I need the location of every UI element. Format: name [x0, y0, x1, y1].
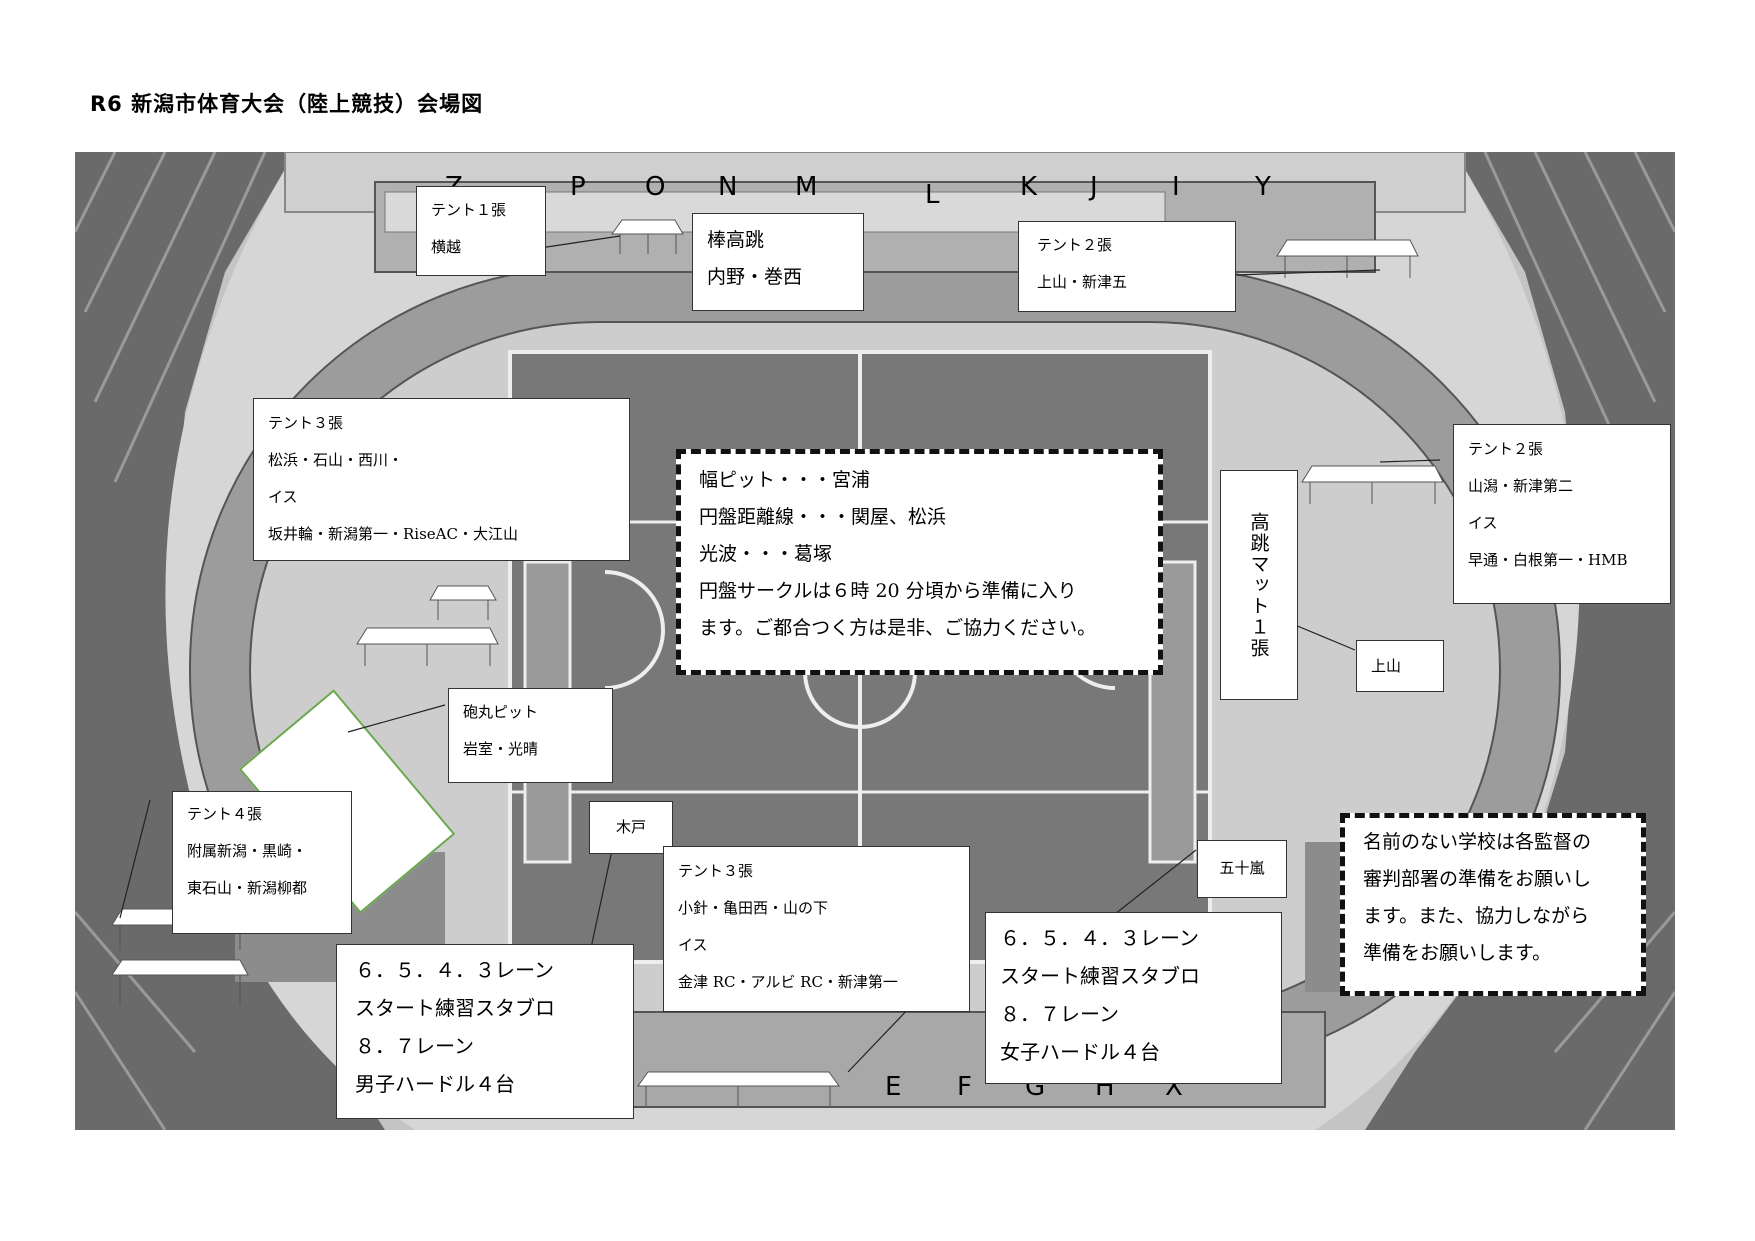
tent3-center-line: イス [678, 936, 708, 954]
gate-label: F [957, 1072, 972, 1102]
tent3-left-line: 坂井輪・新潟第一・RiseAC・大江山 [268, 525, 518, 543]
tent3-center-line: 小針・亀田西・山の下 [678, 899, 829, 917]
unnamed-notice-line: ます。また、協力しながら [1363, 905, 1590, 927]
tent2-right-line: 早通・白根第一・HMB [1468, 551, 1628, 569]
gate-label: L [925, 180, 940, 210]
tent4-line: テント４張 [187, 805, 263, 823]
tent1-line: 横越 [431, 238, 462, 256]
women-hurdles-line: ８．７レーン [1000, 1002, 1119, 1026]
tent3-center-label: テント３張 小針・亀田西・山の下 イス 金津 RC・アルビ RC・新津第一 [663, 846, 970, 1012]
center-notice-line: 円盤サークルは６時 20 分頃から準備に入り [699, 580, 1077, 602]
gate-label: M [795, 172, 818, 202]
kamiyama-text: 上山 [1371, 657, 1402, 675]
high-jump-mat-label: 高跳マット１張 [1220, 470, 1298, 700]
pole-vault-line: 内野・巻西 [707, 266, 803, 288]
men-hurdles-label: ６．５．４．３レーン スタート練習スタブロ ８．７レーン 男子ハードル４台 [336, 944, 634, 1119]
tent2-right-line: テント２張 [1468, 440, 1544, 458]
igarashi-label: 五十嵐 [1197, 840, 1287, 898]
men-hurdles-line: ６．５．４．３レーン [355, 958, 554, 982]
unnamed-school-notice: 名前のない学校は各監督の 審判部署の準備をお願いし ます。また、協力しながら 準… [1340, 813, 1646, 996]
tent1-label: テント１張 横越 [416, 186, 546, 276]
women-hurdles-line: 女子ハードル４台 [1000, 1040, 1160, 1064]
women-hurdles-line: ６．５．４．３レーン [1000, 926, 1199, 950]
center-notice-line: ます。ご都合つく方は是非、ご協力ください。 [699, 617, 1097, 639]
gate-label: E [885, 1072, 902, 1102]
tent3-left-label: テント３張 松浜・石山・西川・ イス 坂井輪・新潟第一・RiseAC・大江山 [253, 398, 630, 561]
gate-label: N [718, 172, 738, 202]
tent2-top-label: テント２張 上山・新津五 [1018, 221, 1236, 312]
high-jump-mat-text: 高跳マット１張 [1247, 511, 1270, 659]
gate-label: J [1090, 172, 1098, 202]
tent-icon [1276, 239, 1419, 278]
gate-label: K [1020, 172, 1038, 202]
tent-icon [356, 627, 499, 666]
center-notice-line: 幅ピット・・・宮浦 [699, 469, 871, 491]
tent2-right-line: 山潟・新津第二 [1468, 477, 1574, 495]
kido-label: 木戸 [589, 801, 673, 854]
tent3-left-line: テント３張 [268, 414, 344, 432]
gate-label: P [570, 172, 586, 202]
women-hurdles-label: ６．５．４．３レーン スタート練習スタブロ ８．７レーン 女子ハードル４台 [985, 912, 1282, 1084]
tent2-right-line: イス [1468, 514, 1498, 532]
tent3-center-line: 金津 RC・アルビ RC・新津第一 [678, 973, 898, 991]
gate-label: Y [1255, 172, 1271, 202]
men-hurdles-line: スタート練習スタブロ [355, 996, 555, 1020]
unnamed-notice-line: 審判部署の準備をお願いし [1363, 868, 1592, 890]
women-hurdles-line: スタート練習スタブロ [1000, 964, 1200, 988]
tent2-top-line: テント２張 [1037, 236, 1113, 254]
shot-put-line: 岩室・光晴 [463, 740, 539, 758]
center-notice-line: 円盤距離線・・・関屋、松浜 [699, 506, 947, 528]
men-hurdles-line: 男子ハードル４台 [355, 1072, 515, 1096]
men-hurdles-line: ８．７レーン [355, 1034, 474, 1058]
gate-label: I [1172, 172, 1180, 202]
igarashi-text: 五十嵐 [1219, 859, 1265, 877]
kamiyama-label: 上山 [1356, 640, 1444, 692]
tent2-top-line: 上山・新津五 [1037, 273, 1128, 291]
tent4-line: 附属新潟・黒崎・ [187, 842, 308, 860]
unnamed-notice-line: 名前のない学校は各監督の [1363, 831, 1592, 853]
gates-bottom: E F G H X [885, 1072, 1285, 1112]
tent-icon [429, 585, 497, 620]
tent3-center-line: テント３張 [678, 862, 754, 880]
shot-put-line: 砲丸ピット [463, 703, 539, 721]
tent4-line: 東石山・新潟柳都 [187, 879, 308, 897]
unnamed-notice-line: 準備をお願いします。 [1363, 942, 1552, 964]
kido-text: 木戸 [615, 818, 646, 836]
tent-icon [637, 1071, 840, 1106]
tent2-right-label: テント２張 山潟・新津第二 イス 早通・白根第一・HMB [1453, 424, 1671, 604]
tent3-left-line: 松浜・石山・西川・ [268, 451, 404, 469]
shot-put-label: 砲丸ピット 岩室・光晴 [448, 688, 613, 783]
tent4-label: テント４張 附属新潟・黒崎・ 東石山・新潟柳都 [172, 791, 352, 934]
tent-icon [611, 219, 684, 254]
page-title: R6 新潟市体育大会（陸上競技）会場図 [90, 92, 484, 116]
tent-icon [1301, 465, 1444, 504]
tent1-line: テント１張 [431, 201, 507, 219]
center-notice-line: 光波・・・葛塚 [699, 543, 833, 565]
pole-vault-label: 棒高跳 内野・巻西 [692, 213, 864, 311]
tent3-left-line: イス [268, 488, 298, 506]
pole-vault-line: 棒高跳 [707, 229, 765, 251]
center-notice: 幅ピット・・・宮浦 円盤距離線・・・関屋、松浜 光波・・・葛塚 円盤サークルは６… [676, 449, 1163, 675]
gate-label: O [645, 172, 666, 202]
